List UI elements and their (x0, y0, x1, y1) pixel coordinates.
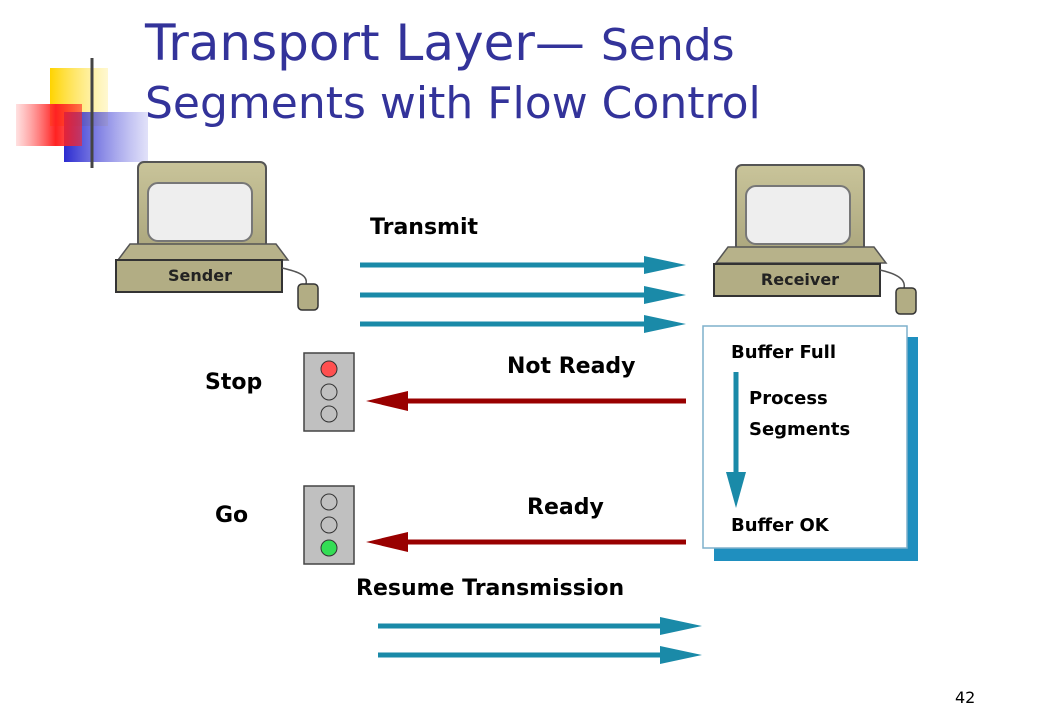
not-ready-label: Not Ready (507, 354, 636, 379)
process-label-line2: Segments (749, 419, 851, 440)
go-label: Go (215, 503, 249, 528)
sender-label: Sender (168, 266, 232, 285)
resume-arrows (378, 617, 702, 664)
sender-computer-icon (115, 161, 319, 311)
transmit-arrow-2 (360, 286, 686, 304)
ready-arrow (366, 532, 686, 552)
buffer-ok-label: Buffer OK (731, 515, 829, 536)
resume-arrow-2 (378, 646, 702, 664)
stop-label: Stop (205, 370, 263, 395)
process-label-line1: Process (749, 388, 828, 409)
transmit-label: Transmit (370, 215, 479, 240)
slide-title: Transport Layer— Sends Segments with Flo… (145, 14, 1025, 133)
title-part-1: Transport Layer— (145, 14, 585, 72)
ready-label: Ready (527, 495, 604, 520)
transmit-arrows (360, 256, 686, 333)
buffer-full-label: Buffer Full (731, 342, 837, 363)
transmit-arrow-1 (360, 256, 686, 274)
buffer-box (702, 325, 918, 561)
transmit-arrow-3 (360, 315, 686, 333)
resume-transmission-label: Resume Transmission (356, 576, 625, 601)
process-arrow-head (726, 472, 746, 508)
receiver-computer-icon (713, 164, 917, 315)
title-part-2: Sends (600, 20, 735, 71)
resume-arrow-1 (378, 617, 702, 635)
slide-logo (16, 58, 1000, 168)
go-traffic-light-icon (303, 485, 355, 565)
receiver-label: Receiver (760, 270, 840, 289)
not-ready-arrow (366, 391, 686, 411)
stop-traffic-light-icon (303, 352, 355, 432)
page-number: 42 (955, 688, 976, 707)
title-part-3: Segments with Flow Control (145, 78, 761, 129)
logo-red-square (16, 104, 82, 146)
